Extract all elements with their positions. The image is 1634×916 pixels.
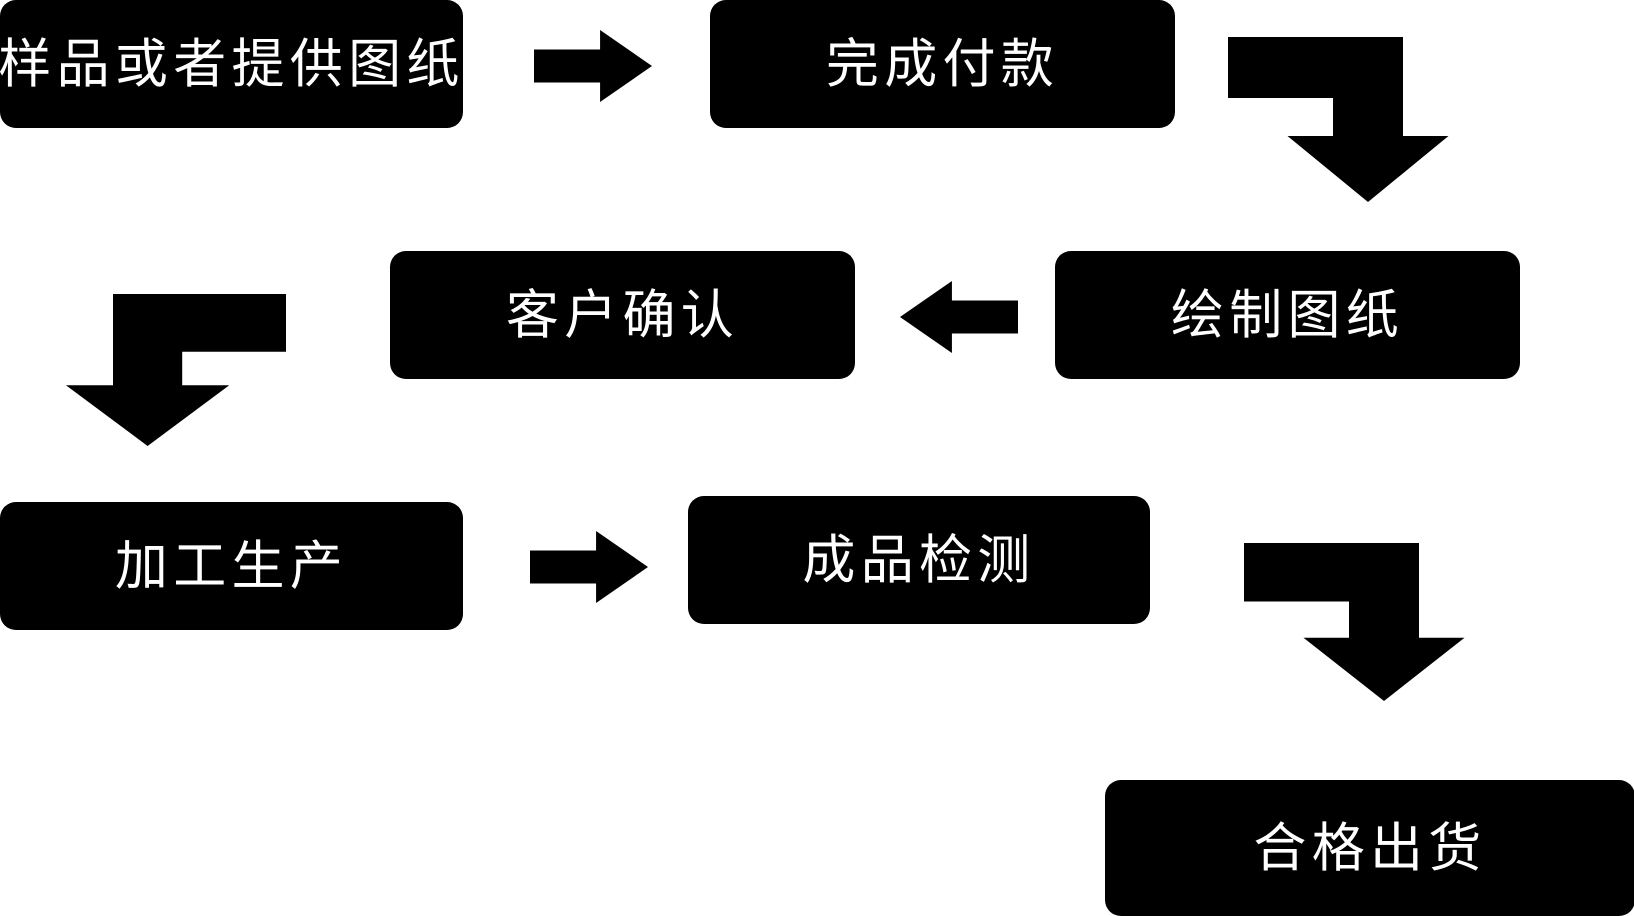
arrow-payment-to-drawing-icon: [1228, 37, 1449, 202]
flow-node-sample-or-drawing[interactable]: 样品或者提供图纸: [0, 0, 463, 128]
flow-node-processing-production[interactable]: 加工生产: [0, 502, 463, 630]
flow-node-complete-payment[interactable]: 完成付款: [710, 0, 1175, 128]
flow-node-label: 绘制图纸: [1170, 285, 1405, 345]
flow-node-draw-drawing[interactable]: 绘制图纸: [1055, 251, 1520, 379]
flow-node-qualified-shipment[interactable]: 合格出货: [1105, 780, 1634, 916]
arrow-drawing-to-confirm-icon: [900, 281, 1018, 353]
flow-node-label: 成品检测: [802, 530, 1036, 590]
flow-node-label: 客户确认: [505, 285, 740, 345]
flow-node-label: 样品或者提供图纸: [0, 34, 465, 94]
arrow-sample-to-payment-icon: [534, 30, 652, 102]
arrow-confirm-to-production-icon: [65, 294, 286, 446]
flow-node-label: 加工生产: [114, 536, 349, 596]
arrow-production-to-inspection-icon: [530, 531, 648, 603]
flow-node-finished-product-inspection[interactable]: 成品检测: [688, 496, 1150, 624]
flow-node-label: 合格出货: [1253, 818, 1487, 878]
flow-node-customer-confirm[interactable]: 客户确认: [390, 251, 855, 379]
arrow-inspection-to-shipment-icon: [1244, 543, 1465, 701]
flow-node-label: 完成付款: [825, 34, 1060, 94]
